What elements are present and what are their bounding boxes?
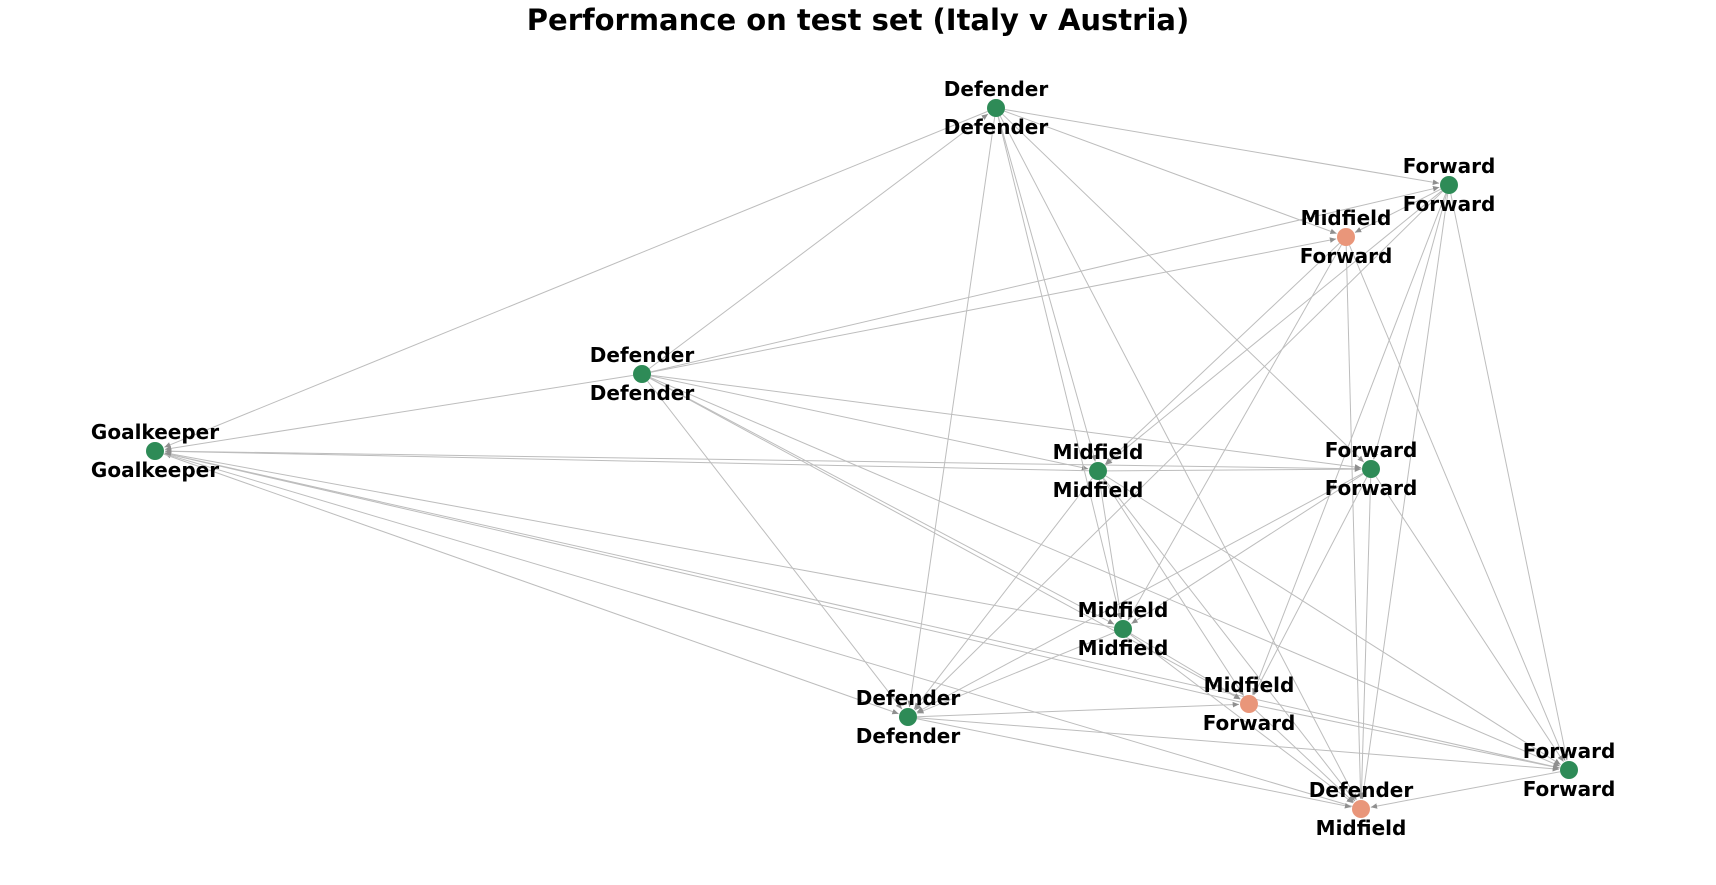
edge-d2-gk <box>164 374 634 452</box>
node-f3 <box>1560 761 1578 779</box>
edge-d2-d1 <box>648 113 989 369</box>
edge-d1-f2 <box>1002 113 1365 463</box>
edge-m1-f2 <box>1106 466 1362 472</box>
node-f1 <box>1440 176 1458 194</box>
edge-f2-m2 <box>1131 473 1364 625</box>
edge-d4-gk <box>164 452 1353 807</box>
node-m1 <box>1089 462 1107 480</box>
node-d3 <box>899 708 917 726</box>
edge-f2-gk <box>164 448 1363 470</box>
edge-f1-mf2 <box>1252 193 1447 695</box>
edge-f3-gk <box>164 451 1561 769</box>
node-label-predicted-d1: Defender <box>944 77 1049 101</box>
edge-m1-gk <box>164 448 1090 472</box>
edge-d2-mf1 <box>650 237 1337 373</box>
edge-d1-mf1 <box>1004 110 1337 234</box>
node-f2 <box>1362 460 1380 478</box>
edge-mf1-d4 <box>1345 245 1364 800</box>
edge-d3-d4 <box>916 718 1352 809</box>
edge-f2-mf2 <box>1253 476 1368 696</box>
node-mf1 <box>1337 228 1355 246</box>
node-d2 <box>633 365 651 383</box>
edge-d1-f1 <box>1004 109 1440 186</box>
edge-f2-d3 <box>916 472 1364 713</box>
edge-d2-m2 <box>649 377 1115 625</box>
edge-mf2-d4 <box>1255 709 1355 803</box>
node-label-actual-gk: Goalkeeper <box>91 458 219 482</box>
label-layer: GoalkeeperGoalkeeperDefenderDefenderDefe… <box>91 77 1615 840</box>
node-label-actual-d4: Midfield <box>1316 816 1407 840</box>
edge-d1-m1 <box>997 116 1097 462</box>
edge-mf1-f3 <box>1349 245 1566 761</box>
edge-d2-f3 <box>650 377 1560 767</box>
edge-f2-d4 <box>1358 477 1372 800</box>
edge-f1-mf1 <box>1354 188 1442 233</box>
edge-d2-mf2 <box>649 377 1241 700</box>
edge-m2-d4 <box>1129 634 1354 804</box>
edge-m2-d3 <box>917 631 1115 714</box>
node-gk <box>146 442 164 460</box>
node-label-predicted-mf1: Midfield <box>1301 206 1392 230</box>
node-label-actual-f1: Forward <box>1403 192 1496 216</box>
node-label-predicted-m2: Midfield <box>1078 598 1169 622</box>
node-label-predicted-d2: Defender <box>590 343 695 367</box>
node-d4 <box>1352 800 1370 818</box>
node-label-actual-d3: Defender <box>856 724 961 748</box>
node-label-actual-m1: Midfield <box>1053 478 1144 502</box>
node-label-actual-f3: Forward <box>1523 777 1616 801</box>
edge-f2-f3 <box>1375 476 1564 762</box>
node-label-predicted-mf2: Midfield <box>1204 673 1295 697</box>
node-label-predicted-f1: Forward <box>1403 154 1496 178</box>
node-m2 <box>1114 620 1132 638</box>
edge-m2-mf2 <box>1130 633 1241 700</box>
node-d1 <box>987 99 1005 117</box>
node-label-actual-m2: Midfield <box>1078 636 1169 660</box>
edge-f1-f2 <box>1372 193 1448 460</box>
edge-d1-d4 <box>999 115 1357 801</box>
edge-mf1-m2 <box>1127 244 1342 621</box>
edge-d3-mf2 <box>916 701 1240 718</box>
edge-mf2-f3 <box>1257 705 1560 770</box>
edge-m1-m2 <box>1098 479 1124 620</box>
edge-m1-mf2 <box>1102 478 1245 696</box>
edge-m2-gk <box>164 451 1115 628</box>
node-label-predicted-d4: Defender <box>1309 778 1414 802</box>
node-label-actual-mf1: Forward <box>1300 244 1393 268</box>
edge-f1-m1 <box>1105 190 1443 466</box>
node-label-predicted-m1: Midfield <box>1053 440 1144 464</box>
edge-mf1-m1 <box>1104 242 1340 465</box>
edge-d1-m2 <box>997 116 1122 620</box>
node-label-actual-mf2: Forward <box>1203 711 1296 735</box>
edge-m1-d4 <box>1103 477 1356 802</box>
edge-d1-d3 <box>907 116 996 708</box>
edge-f1-f3 <box>1450 193 1569 761</box>
edge-d1-gk <box>164 110 988 448</box>
edge-m1-d3 <box>913 477 1093 710</box>
edge-d2-f2 <box>650 374 1362 470</box>
edge-d2-f1 <box>650 186 1440 373</box>
node-label-actual-d2: Defender <box>590 381 695 405</box>
node-layer <box>146 99 1578 818</box>
edge-d2-d3 <box>647 380 903 710</box>
node-mf2 <box>1240 695 1258 713</box>
edge-m1-f3 <box>1105 475 1561 766</box>
node-label-predicted-f3: Forward <box>1523 739 1616 763</box>
edge-d2-m1 <box>650 375 1089 471</box>
chart-title: Performance on test set (Italy v Austria… <box>527 3 1189 37</box>
node-label-predicted-f2: Forward <box>1325 438 1418 462</box>
edge-mf2-gk <box>164 451 1241 703</box>
edge-f1-d4 <box>1360 193 1449 800</box>
edge-layer <box>163 109 1569 809</box>
node-label-predicted-gk: Goalkeeper <box>91 420 219 444</box>
edge-gk-d3 <box>163 453 899 715</box>
edge-d3-f3 <box>916 717 1560 772</box>
edge-f3-d4 <box>1370 771 1561 809</box>
edge-f1-d3 <box>914 190 1443 711</box>
node-label-actual-d1: Defender <box>944 115 1049 139</box>
node-label-predicted-d3: Defender <box>856 686 961 710</box>
node-label-actual-f2: Forward <box>1325 476 1418 500</box>
